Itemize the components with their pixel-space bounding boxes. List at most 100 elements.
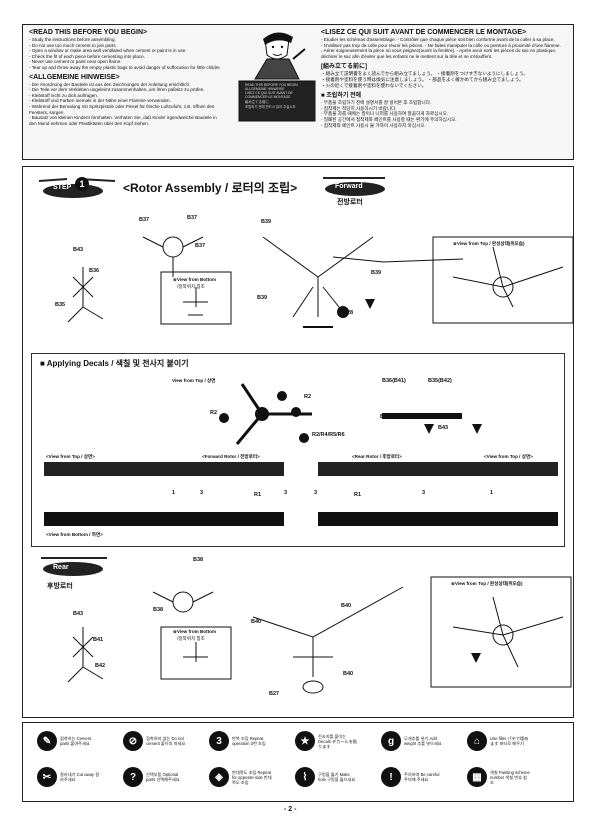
decal-mark: R1	[254, 492, 262, 498]
filler-icon: ⌂	[467, 731, 487, 751]
decal-number: 1	[490, 490, 494, 496]
sign-line: 조립하기 전에 반드시 읽어 주십시오	[245, 105, 296, 109]
decal-mark: R1	[354, 492, 362, 498]
bottom-view-korean: /정착위치 참조	[177, 284, 205, 289]
english-title: <READ THIS BEFORE YOU BEGIN>	[29, 29, 148, 36]
english-line: - Open a window or make area well ventil…	[29, 48, 187, 54]
french-line: - N'utilisez pas trop de colle pour réun…	[321, 42, 561, 48]
part-label: B36(B41)	[382, 378, 406, 384]
english-warnings: <READ THIS BEFORE YOU BEGIN> - Study the…	[29, 29, 244, 126]
rear-korean-label: 후방로터	[47, 583, 73, 590]
part-label: B35	[55, 302, 66, 308]
warnings-panel: <READ THIS BEFORE YOU BEGIN> - Study the…	[22, 24, 574, 160]
legend-item: ◈반대쪽도 조립 Repeat for opposite side 반대쪽도 조…	[209, 767, 272, 787]
sign-line: ALLGEMEINE HINWEISE	[245, 87, 285, 91]
rear-blade-bottom	[318, 512, 558, 526]
legend-item: ✂잘라내기 Cut away 잘라주세요	[37, 767, 100, 787]
french-line: - Etudier les schémas d'assemblage. - Co…	[321, 37, 555, 42]
part-label: B43	[73, 247, 84, 253]
french-title: <LISEZ CE QUI SUIT AVANT DE COMMENCER LE…	[321, 29, 527, 36]
decals-view-top: View from Top / 상면	[172, 378, 216, 383]
blade-view-top-right: <View from Top / 상면>	[484, 454, 533, 459]
part-label: B27	[269, 691, 280, 697]
part-label: B39	[261, 219, 272, 225]
sign-line: 組み立てる前に	[245, 100, 269, 104]
blade-view-bottom: <View from Bottom / 하면>	[46, 532, 103, 537]
part-label: B37	[195, 243, 206, 249]
rear-label: Rear	[53, 564, 69, 571]
part-label: B28	[343, 310, 354, 316]
rear-bottom-view-korean: /정착위치 참조	[177, 636, 205, 641]
decal-mark: R2	[304, 394, 312, 400]
japanese-title: [組み立てる前に]	[321, 64, 367, 71]
cut-icon: ✂	[37, 767, 57, 787]
step-label: STEP	[53, 184, 72, 191]
symbol-legend: ✎접착하는 Cement parts 붙여주세요 ⊘접착하지 않는 Do not…	[22, 722, 574, 802]
german-line: - Die Anordnung der Bauteile ist aus den…	[29, 81, 191, 87]
decal-number: 3	[314, 490, 318, 496]
legend-item: !주의하여 Be careful 주의해 주세요	[381, 767, 444, 787]
legend-item: ⊘접착하지 않는 Do not cement 붙이지 마세요	[123, 731, 186, 751]
part-label: B37	[187, 215, 198, 221]
english-line: - Study the instructions before assembli…	[29, 37, 116, 42]
part-label: B39	[257, 295, 268, 301]
rear-blade-top	[318, 462, 558, 476]
part-label: B40	[341, 603, 352, 609]
no-cement-icon: ⊘	[123, 731, 143, 751]
rear-rotor-label: <Rear Rotor / 후방로터>	[352, 454, 402, 459]
forward-rotor-diagram	[67, 236, 574, 328]
french-warnings: <LISEZ CE QUI SUIT AVANT DE COMMENCER LE…	[321, 29, 571, 128]
part-label: B35(B42)	[428, 378, 452, 384]
decal-rotor-diagram	[219, 383, 482, 445]
forward-korean-label: 전방로터	[337, 199, 363, 206]
top-view-title: ※View from Top / 완성상태(위모습)	[453, 241, 525, 246]
forward-helicopter-icon	[323, 177, 385, 196]
japanese-line: ・火の近くで接着剤や塗料を使わないでください。	[321, 82, 427, 88]
rear-bottom-view-title: ※View from Bottom	[173, 629, 217, 634]
part-label: B36	[89, 268, 100, 274]
opposite-side-icon: ◈	[209, 767, 229, 787]
page-number: - 2 -	[284, 806, 297, 813]
decal-mark: R2/R4/R5/R6	[312, 432, 345, 438]
german-line: - Klebstoff und Farben niemals in der Nä…	[29, 98, 171, 104]
step-panel: STEP 1 <Rotor Assembly / 로터의 조립> Forward…	[22, 166, 574, 718]
legend-item: ⌇구멍을 뚫기 Make hole 구멍을 뚫으세요	[295, 767, 358, 787]
german-line: - Während der Bemalung mit Spritzpistole…	[29, 103, 215, 109]
paint-icon: ▦	[467, 767, 487, 787]
part-label: B38	[193, 557, 204, 563]
decal-mark: R2	[210, 410, 218, 416]
korean-line: - 부품을 자를 때에는 칼이나 니퍼를 사용하여 깔끔하게 자르십시오.	[321, 111, 449, 117]
legend-text: 접착하지 않는 Do not cement 붙이지 마세요	[146, 736, 186, 746]
decal-star-icon: ★	[295, 731, 315, 751]
legend-text: 전사지를 붙이는 Decals デカールを貼ります	[318, 733, 358, 749]
part-label: B40	[343, 671, 354, 677]
part-label: B43	[438, 425, 449, 431]
blade-view-top-left: <View from Top / 상면>	[46, 454, 95, 459]
english-line: - Tear up and throw away the empty plast…	[29, 64, 220, 70]
legend-text: 반복 조립 Repeat operation 3번 조립	[232, 736, 266, 746]
decal-number: 3	[422, 490, 426, 496]
legend-item: ★전사지를 붙이는 Decals デカールを貼ります	[295, 731, 358, 751]
part-label: B37(38)	[380, 414, 400, 420]
english-line: - Do not use too much cement to join par…	[29, 42, 117, 48]
part-label: B37	[139, 217, 150, 223]
decals-panel: ■ Applying Decals / 색칠 및 전사지 붙이기 View fr…	[31, 353, 565, 547]
sign-line: COMMENCER LE MONTAGE	[245, 95, 291, 99]
legend-item: ✎접착하는 Cement parts 붙여주세요	[37, 731, 100, 751]
forward-blade-top	[44, 462, 284, 476]
part-label: B38	[153, 607, 164, 613]
legend-text: 주의하여 Be careful 주의해 주세요	[404, 772, 440, 782]
legend-item: ▦색칠 Painting scheme number 색칠 번호 참조	[467, 767, 530, 787]
part-label: B42	[95, 663, 106, 669]
legend-text: 잘라내기 Cut away 잘라주세요	[60, 772, 100, 782]
step-title: <Rotor Assembly / 로터의 조립>	[123, 181, 298, 195]
german-line: den Mund nehmen oder Plastiktüten über d…	[29, 120, 150, 126]
optional-icon: ?	[123, 767, 143, 787]
repeat-icon: 3	[209, 731, 229, 751]
drill-icon: ⌇	[295, 767, 315, 787]
legend-text: 반대쪽도 조립 Repeat for opposite side 반대쪽도 조립	[232, 769, 272, 785]
forward-label: Forward	[335, 183, 363, 190]
korean-line: - 접착제와 페인트 사용시 불 가까이 사용하지 마십시오.	[321, 122, 426, 128]
